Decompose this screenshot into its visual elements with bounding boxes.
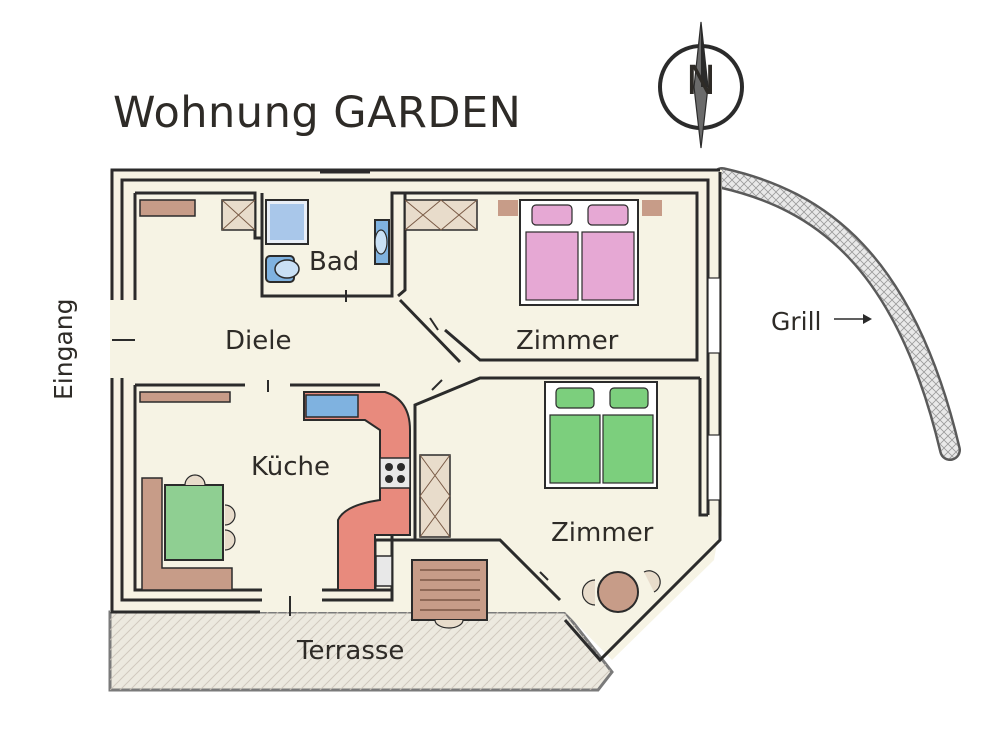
room-label-diele: Diele [225,326,292,356]
bed-green [544,381,658,489]
round-table [581,570,661,613]
door-marks [112,290,549,616]
entrance-label: Eingang [49,298,78,401]
north-compass-icon [658,21,744,149]
bathroom-fixtures [265,199,390,283]
kitchen-counter [303,391,411,591]
dining-table [141,474,236,591]
room-label-kueche: Küche [251,452,331,482]
windows [707,277,721,501]
terrace-lounger [411,559,488,629]
room-label-terrasse: Terrasse [297,636,405,666]
compass-label: N [686,58,716,104]
bed-pink [498,199,662,306]
grill-arrow-icon [834,314,872,324]
grill-path [711,167,961,461]
grill-label: Grill [771,307,822,336]
room-label-zimmer-2: Zimmer [551,518,654,548]
room-label-bad: Bad [309,247,360,277]
outer-walls [110,168,722,663]
page-title: Wohnung GARDEN [113,88,522,138]
room-label-zimmer-1: Zimmer [516,326,619,356]
